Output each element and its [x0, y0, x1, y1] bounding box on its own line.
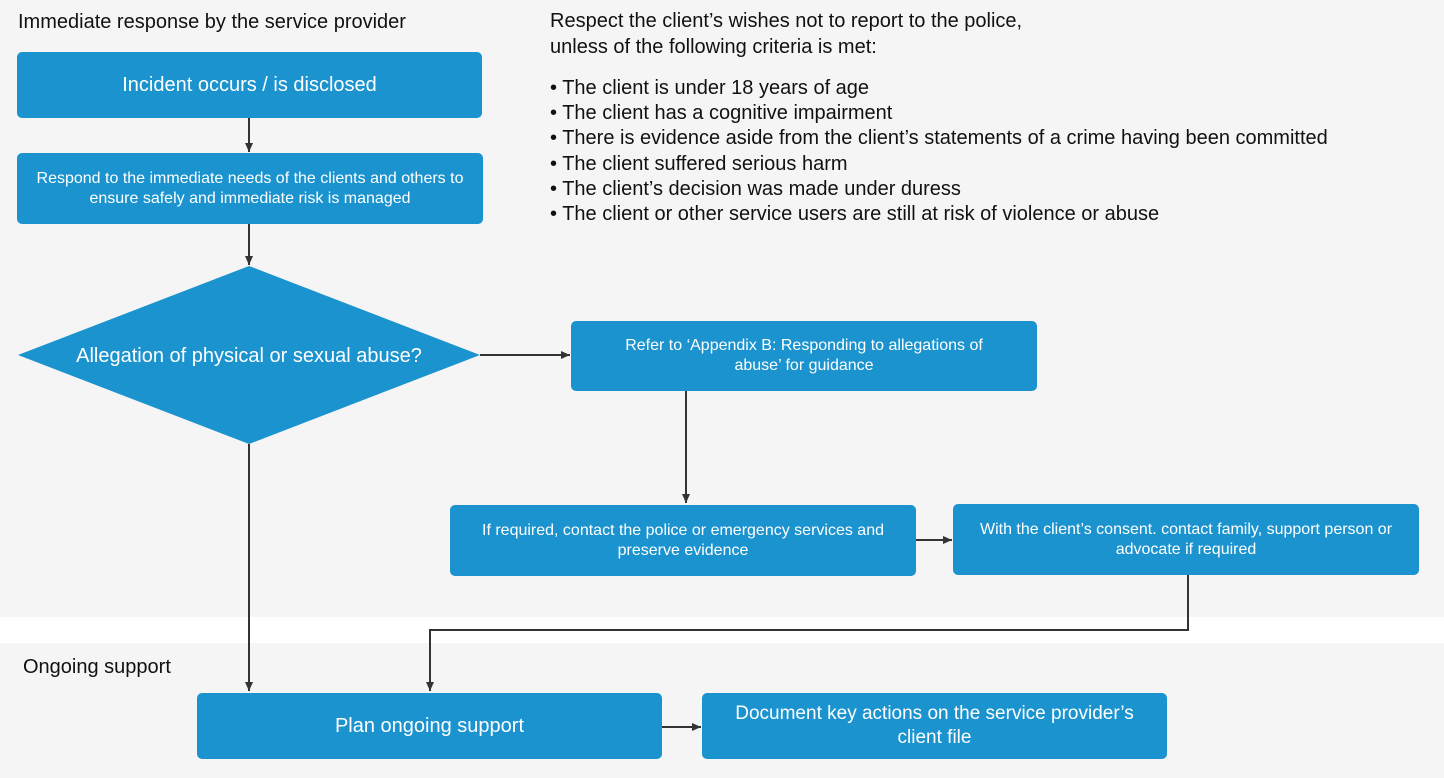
respond-node: Respond to the immediate needs of the cl… [17, 153, 483, 224]
criteria-item: There is evidence aside from the client’… [550, 126, 1328, 151]
criteria-item: The client or other service users are st… [550, 202, 1328, 227]
incident-node: Incident occurs / is disclosed [17, 52, 482, 118]
criteria-item: The client has a cognitive impairment [550, 101, 1328, 126]
police-node: If required, contact the police or emerg… [450, 505, 916, 576]
criteria-list: The client is under 18 years of age The … [550, 76, 1328, 227]
appendix-node: Refer to ‘Appendix B: Responding to alle… [571, 321, 1037, 391]
criteria-title-line-1: Respect the client’s wishes not to repor… [550, 10, 1023, 32]
document-node: Document key actions on the service prov… [702, 693, 1167, 759]
criteria-item: The client’s decision was made under dur… [550, 177, 1328, 202]
reporting-criteria-note: Respect the client’s wishes not to repor… [550, 8, 1328, 227]
family-node: With the client’s consent. contact famil… [953, 504, 1419, 575]
criteria-item: The client is under 18 years of age [550, 76, 1328, 101]
criteria-title-line-2: unless of the following criteria is met: [550, 36, 877, 58]
decision-label: Allegation of physical or sexual abuse? [76, 344, 422, 367]
ongoing-support-heading: Ongoing support [23, 656, 171, 678]
criteria-item: The client suffered serious harm [550, 152, 1328, 177]
immediate-response-heading: Immediate response by the service provid… [18, 11, 406, 33]
plan-node: Plan ongoing support [197, 693, 662, 759]
criteria-title: Respect the client’s wishes not to repor… [550, 8, 1328, 60]
